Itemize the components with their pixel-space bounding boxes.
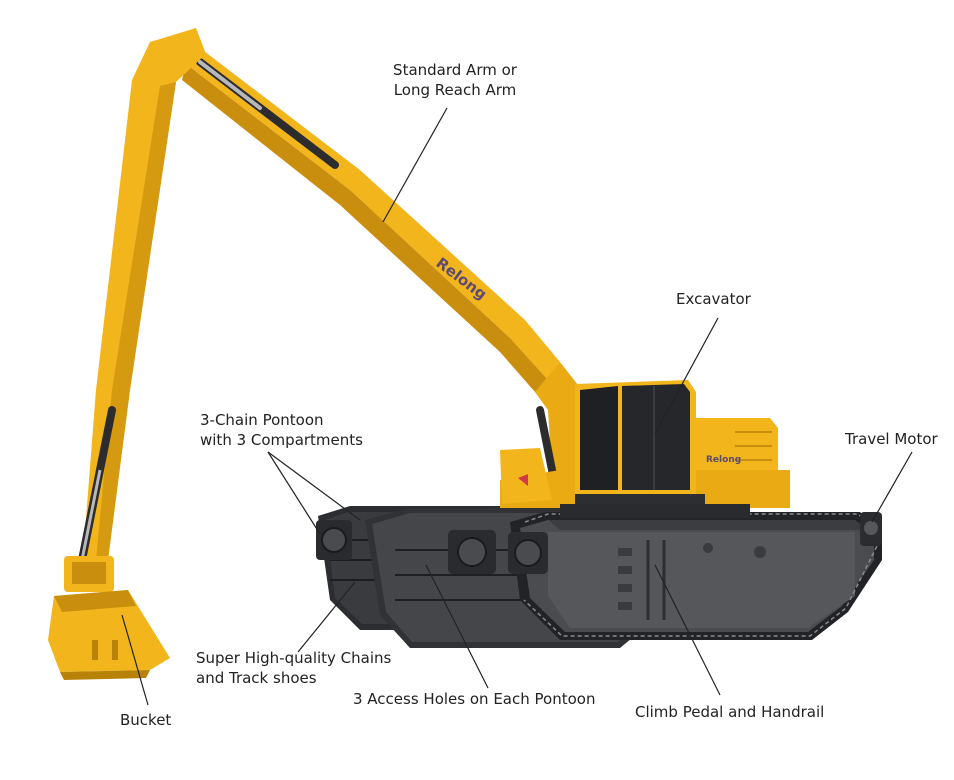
travel-motor-label: Travel Motor [845, 430, 938, 448]
handrail [646, 540, 666, 620]
upper-structure: Relong [500, 380, 790, 518]
excavator-label: Excavator [676, 290, 751, 308]
pontoon-label-line1: 3-Chain Pontoon [200, 411, 324, 429]
climb-pedal-leader-line [654, 564, 721, 696]
arm-label: Standard Arm or Long Reach Arm [380, 60, 530, 100]
arm-label-line2: Long Reach Arm [393, 81, 517, 99]
pontoon-label-line2: with 3 Compartments [200, 431, 363, 449]
excavator-leader-line [654, 317, 719, 435]
climb-pedal-steps [618, 548, 632, 610]
bucket-leader-line [121, 614, 149, 706]
housing-brand-logo: Relong [706, 455, 741, 465]
chains-leader-line [297, 581, 356, 653]
pontoon-label: 3-Chain Pontoon with 3 Compartments [200, 410, 363, 450]
arm-leader-line [382, 107, 448, 223]
arm-label-line1: Standard Arm or [393, 61, 517, 79]
chains-label-line2: and Track shoes [196, 669, 317, 687]
stick-arm [64, 28, 206, 592]
bucket-label: Bucket [120, 711, 172, 729]
front-pontoon [508, 512, 882, 640]
chains-label: Super High-quality Chains and Track shoe… [196, 648, 391, 688]
access-hole [703, 543, 713, 553]
cab-window-side [622, 384, 690, 490]
travel-motor-leader-line [871, 451, 913, 523]
access-holes-label: 3 Access Holes on Each Pontoon [353, 690, 596, 708]
climb-pedal-label: Climb Pedal and Handrail [635, 703, 825, 721]
access-hole [754, 546, 766, 558]
pontoon-leader-line-1 [267, 451, 321, 535]
chains-label-line1: Super High-quality Chains [196, 649, 392, 667]
leader-lines [121, 107, 913, 706]
bucket [48, 590, 170, 680]
pontoon-leader-line-2 [267, 451, 361, 521]
access-holes-leader-line [425, 564, 489, 689]
cab-window-front [580, 386, 618, 490]
